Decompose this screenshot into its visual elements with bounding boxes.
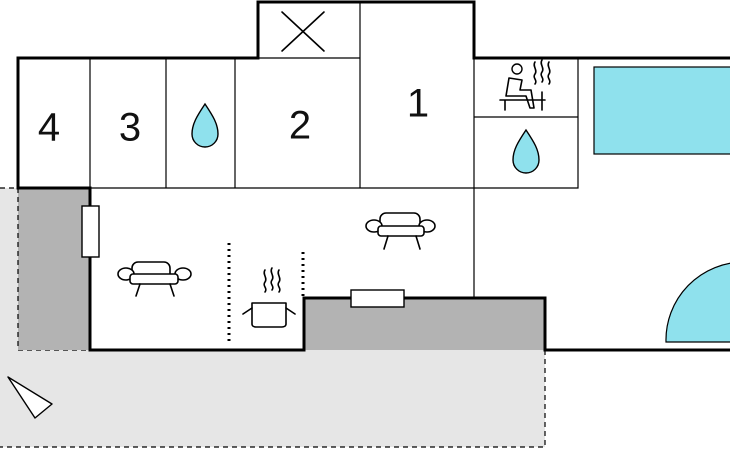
- covered-area-right: [304, 298, 545, 350]
- pool-round: [665, 262, 730, 343]
- compass-arrow-icon: [7, 376, 53, 419]
- covered-area-left: [18, 188, 90, 350]
- room-number-4: 4: [38, 106, 60, 150]
- water-drop-icon: [512, 128, 540, 174]
- cross-icon: [281, 11, 325, 52]
- pool-rectangle: [593, 66, 730, 155]
- interior-walls: [89, 2, 579, 298]
- sofa-icon: [117, 261, 192, 297]
- cooking-pot-icon: [242, 267, 296, 328]
- terrace-area: [0, 188, 545, 447]
- window-bottom: [350, 289, 405, 308]
- window-left: [81, 205, 100, 258]
- water-drop-icon: [191, 102, 219, 148]
- sauna-icon: [499, 59, 551, 111]
- outer-walls: [16, 0, 730, 60]
- room-number-1: 1: [407, 82, 429, 126]
- room-number-2: 2: [289, 104, 311, 148]
- sofa-icon: [365, 212, 436, 250]
- room-number-3: 3: [119, 106, 141, 150]
